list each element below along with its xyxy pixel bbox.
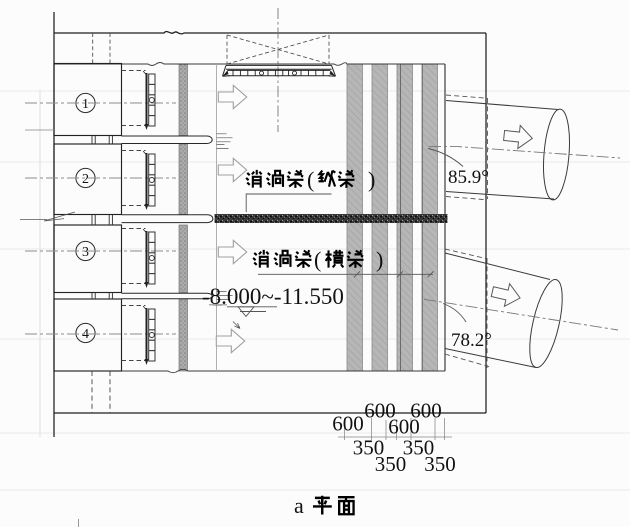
svg-text:78.2°: 78.2°	[451, 330, 492, 351]
svg-text:600: 600	[364, 399, 396, 423]
svg-text:-8.000~-11.550: -8.000~-11.550	[202, 284, 344, 309]
svg-text:2: 2	[82, 172, 89, 187]
svg-text:350: 350	[403, 436, 435, 460]
svg-text:(: (	[314, 247, 321, 272]
svg-text:): )	[368, 167, 375, 192]
svg-text:(: (	[307, 167, 314, 192]
svg-text:350: 350	[375, 452, 407, 476]
svg-text:600: 600	[388, 415, 420, 439]
svg-text:3: 3	[82, 245, 89, 260]
svg-text:350: 350	[353, 436, 385, 460]
svg-text:350: 350	[424, 452, 456, 476]
svg-text:1: 1	[82, 97, 89, 112]
svg-text:4: 4	[82, 327, 89, 342]
svg-text:): )	[376, 247, 383, 272]
svg-text:a: a	[294, 493, 304, 518]
svg-text:600: 600	[410, 399, 442, 423]
svg-text:600: 600	[332, 412, 364, 436]
svg-text:85.9°: 85.9°	[448, 167, 489, 188]
